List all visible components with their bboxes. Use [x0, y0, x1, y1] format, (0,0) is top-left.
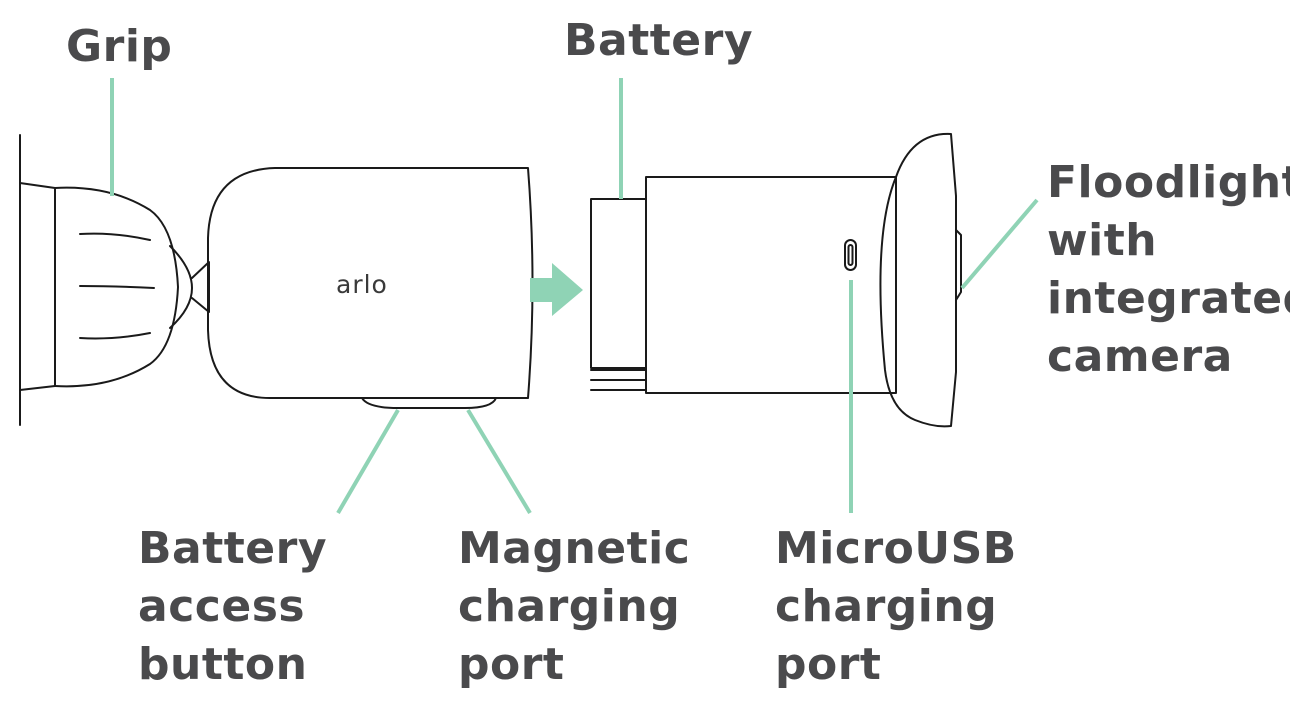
battery-access-label-line-2: access	[138, 581, 306, 632]
floodlight-label-line-3: integrated	[1047, 273, 1290, 324]
microusb-port-shape	[844, 239, 857, 271]
battery-access-label-line-3: button	[138, 639, 308, 690]
battery-label: Battery	[564, 12, 753, 70]
floodlight-head	[879, 132, 962, 428]
battery-pack	[590, 176, 897, 394]
floodlight-label: Floodlight with integrated camera	[1047, 154, 1290, 386]
brand-logo-text: arlo	[336, 270, 388, 299]
magnetic-charging-port-label: Magnetic charging port	[458, 520, 690, 694]
insert-arrow	[530, 263, 583, 316]
microusb-charging-port-label: MicroUSB charging port	[775, 520, 1017, 694]
battery-access-button-label: Battery access button	[138, 520, 327, 694]
floodlight-label-line-2: with	[1047, 215, 1158, 266]
magnetic-label-line-2: charging	[458, 581, 681, 632]
grip-label-line: Grip	[66, 21, 173, 72]
microusb-label-line-2: charging	[775, 581, 998, 632]
camera-body	[207, 167, 534, 399]
grip-mount	[19, 182, 210, 391]
magnetic-leader-line	[466, 408, 532, 515]
magnetic-label-line-1: Magnetic	[458, 523, 691, 574]
floodlight-label-line-1: Floodlight	[1047, 157, 1290, 208]
battery-access-leader-line	[336, 408, 400, 515]
microusb-label-line-1: MicroUSB	[775, 523, 1017, 574]
grip-label: Grip	[66, 18, 172, 76]
magnetic-charging-port-shape	[361, 397, 497, 409]
microusb-label-line-3: port	[775, 639, 882, 690]
battery-access-label-line-1: Battery	[138, 523, 328, 574]
floodlight-label-line-4: camera	[1047, 331, 1233, 382]
floodlight-leader-line	[960, 198, 1039, 290]
battery-label-line: Battery	[564, 15, 754, 66]
magnetic-label-line-3: port	[458, 639, 565, 690]
